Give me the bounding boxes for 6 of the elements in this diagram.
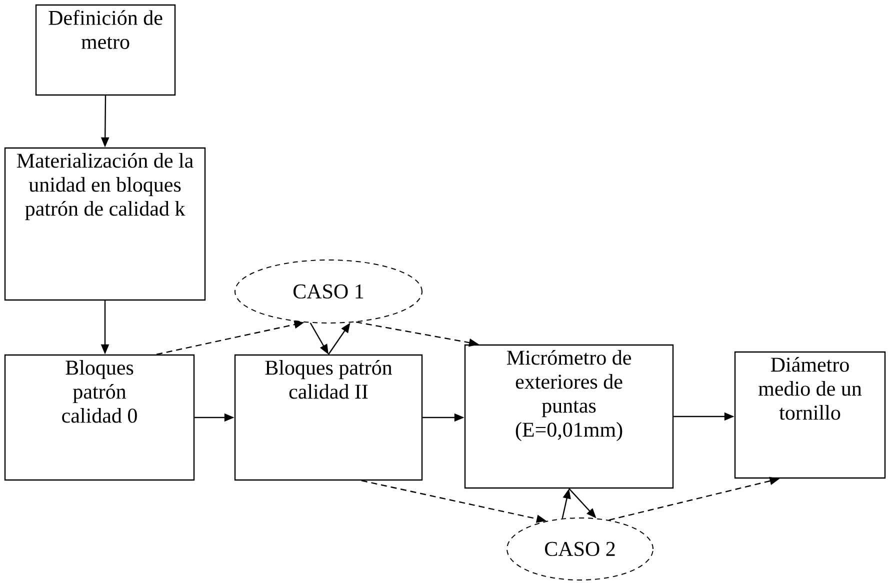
- process-box: Micrómetro de exteriores de puntas (E=0,01mm): [464, 344, 674, 489]
- process-box: Bloques patrón calidad II: [234, 354, 423, 481]
- process-box: Diámetro medio de un tornillo: [734, 351, 886, 479]
- process-box: Bloques patrón calidad 0: [4, 354, 195, 481]
- process-box: Materialización de la unidad en bloques patrón de calidad k: [4, 147, 206, 301]
- process-box: Definición de metro: [35, 4, 176, 96]
